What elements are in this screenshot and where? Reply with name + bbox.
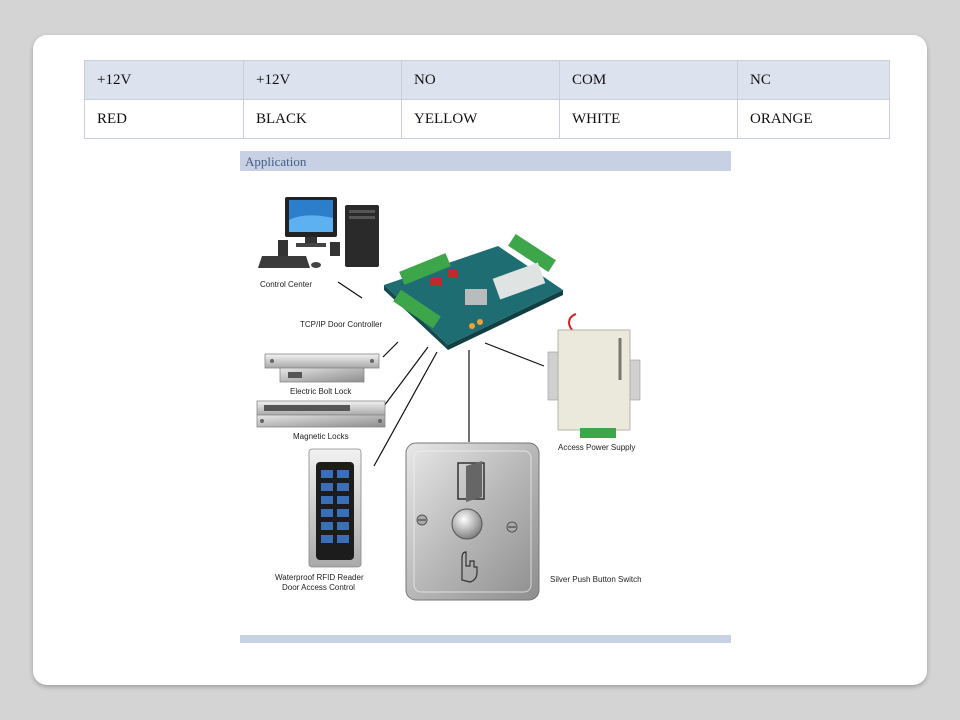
computer-icon [258,197,379,268]
wiring-table: +12V +12V NO COM NC RED BLACK YELLOW WHI… [84,60,890,139]
wiring-color-row: RED BLACK YELLOW WHITE ORANGE [84,99,890,139]
power-supply-icon [547,313,641,438]
bolt-lock-label: Electric Bolt Lock [290,387,352,396]
wire-header-cell: +12V [243,60,402,100]
bottom-divider-bar [240,635,731,643]
power-supply-label: Access Power Supply [558,443,635,452]
connection-lines [337,281,545,467]
wire-color-cell: RED [84,99,244,139]
push-button-icon [405,442,540,601]
door-controller-board [384,234,563,350]
wire-color-cell: ORANGE [737,99,890,139]
magnetic-locks-label: Magnetic Locks [293,432,349,441]
wiring-header-row: +12V +12V NO COM NC [84,60,890,100]
wire-color-cell: WHITE [559,99,738,139]
rfid-keypad-icon [308,448,362,568]
rfid-label-line1: Waterproof RFID Reader [275,573,364,582]
push-button-label: Silver Push Button Switch [550,575,642,584]
door-controller-label: TCP/IP Door Controller [300,320,382,329]
wire-header-cell: NO [401,60,560,100]
bolt-lock-icon [264,353,380,383]
wire-header-cell: NC [737,60,890,100]
magnetic-lock-icon [256,400,386,428]
wire-header-cell: +12V [84,60,244,100]
application-heading: Application [240,151,731,171]
wire-color-cell: YELLOW [401,99,560,139]
wire-color-cell: BLACK [243,99,402,139]
rfid-label-line2: Door Access Control [282,583,355,592]
control-center-label: Control Center [260,280,312,289]
wire-header-cell: COM [559,60,738,100]
